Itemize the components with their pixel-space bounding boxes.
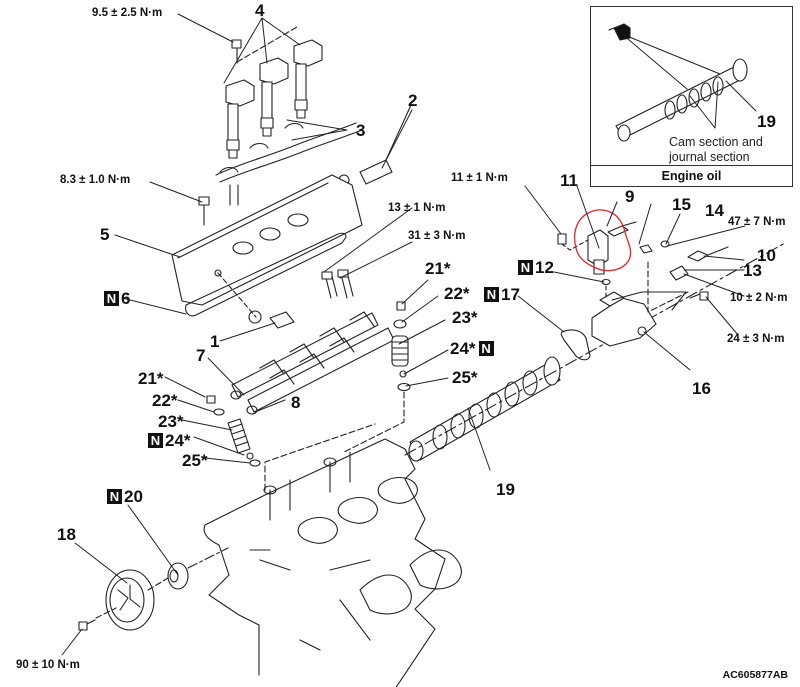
callout-11: 11 bbox=[560, 171, 578, 190]
torque-label-plug-bolt: 47 ± 7 N·m bbox=[728, 216, 786, 228]
highlight-circle bbox=[573, 209, 632, 272]
camshaft-sprocket bbox=[105, 569, 169, 631]
callout-9: 9 bbox=[625, 187, 635, 206]
callout-12-number: 12 bbox=[535, 258, 554, 277]
ignition-coil bbox=[259, 57, 289, 137]
new-part-badge: N bbox=[148, 433, 163, 448]
callout-22-right: 22* bbox=[444, 284, 470, 303]
callout-3: 3 bbox=[356, 121, 366, 140]
callout-5: 5 bbox=[100, 225, 110, 244]
callout-25-left: 25* bbox=[182, 451, 208, 470]
oil-can-icon bbox=[608, 23, 631, 41]
callout-6-number: 6 bbox=[121, 289, 131, 308]
torque-label-rocker-bolt-b: 31 ± 3 N·m bbox=[408, 230, 466, 242]
callout-24-right-number: 24* bbox=[450, 339, 476, 358]
figure-code: AC605877AB bbox=[722, 669, 788, 681]
ocv-bolt bbox=[557, 233, 567, 245]
callout-8: 8 bbox=[291, 393, 301, 412]
callout-16: 16 bbox=[692, 379, 711, 398]
sprocket-bolt bbox=[78, 607, 117, 631]
callout-15: 15 bbox=[672, 195, 691, 214]
callout-23-left: 23* bbox=[158, 412, 184, 431]
callout-20-number: 20 bbox=[124, 487, 143, 506]
callout-25-right: 25* bbox=[452, 368, 478, 387]
ignition-harness bbox=[215, 122, 363, 206]
new-part-badge: N bbox=[104, 291, 119, 306]
oil-feeder-gasket bbox=[560, 329, 591, 361]
callout-23-right: 23* bbox=[452, 308, 478, 327]
callout-4: 4 bbox=[255, 1, 265, 20]
callout-2: 2 bbox=[408, 91, 418, 110]
lubrication-inset: 19 Cam section and journal section Engin… bbox=[590, 6, 793, 187]
camshaft-bearing-housing bbox=[591, 291, 687, 347]
rocker-cover-gasket bbox=[185, 232, 347, 317]
callout-22-left: 22* bbox=[152, 391, 178, 410]
oil-control-valve bbox=[557, 221, 637, 301]
oil-seal bbox=[167, 547, 229, 590]
valve-parts-left bbox=[206, 395, 261, 467]
ignition-coil-group bbox=[225, 26, 323, 159]
callout-18: 18 bbox=[57, 525, 76, 544]
callout-21-left: 21* bbox=[138, 369, 164, 388]
spark-plug-seal bbox=[217, 272, 295, 329]
torque-label-sensor-bolt: 10 ± 2 N·m bbox=[730, 292, 788, 304]
inset-note: Cam section and journal section bbox=[669, 135, 763, 165]
rocker-arm-shaft-assembly bbox=[230, 311, 395, 415]
ignition-coil bbox=[293, 39, 323, 119]
callout-10: 10 bbox=[757, 246, 776, 265]
callout-17-number: 17 bbox=[501, 285, 520, 304]
torque-label-sprocket-bolt: 90 ± 10 N·m bbox=[16, 659, 80, 671]
new-part-badge: N bbox=[518, 260, 533, 275]
inset-note-line-1: Cam section and bbox=[669, 135, 763, 149]
rocker-cover bbox=[171, 174, 363, 306]
callout-21-right: 21* bbox=[425, 259, 451, 278]
new-part-badge: N bbox=[484, 287, 499, 302]
cylinder-head bbox=[203, 423, 462, 687]
callout-19: 19 bbox=[496, 480, 515, 499]
callout-13: 13 bbox=[743, 261, 762, 280]
camshaft bbox=[404, 242, 786, 462]
torque-label-housing-bolt: 24 ± 3 N·m bbox=[727, 333, 785, 345]
new-part-badge: N bbox=[107, 489, 122, 504]
coil-bolt-head bbox=[231, 39, 242, 49]
inset-caption: Engine oil bbox=[591, 165, 792, 186]
callout-24-left-number: 24* bbox=[165, 431, 191, 450]
callout-24-right: 24*N bbox=[450, 340, 494, 357]
torque-label-coil-bolt: 9.5 ± 2.5 N·m bbox=[92, 7, 163, 19]
rocker-shaft-bolts bbox=[321, 269, 354, 299]
ignition-coil bbox=[225, 79, 255, 159]
new-part-badge: N bbox=[478, 341, 494, 356]
callout-7: 7 bbox=[196, 346, 206, 365]
leader-lines bbox=[61, 13, 746, 656]
inset-note-line-2: journal section bbox=[669, 150, 750, 164]
torque-label-cover-bolt: 8.3 ± 1.0 N·m bbox=[60, 174, 131, 186]
inset-part-number: 19 bbox=[757, 112, 776, 131]
torque-label-ocv-bolt: 11 ± 1 N·m bbox=[451, 172, 508, 184]
sensor-parts bbox=[639, 240, 729, 313]
callout-14: 14 bbox=[705, 201, 724, 220]
torque-label-rocker-bolt-a: 13 ± 1 N·m bbox=[388, 202, 446, 214]
callout-1: 1 bbox=[210, 332, 220, 351]
breather-hose bbox=[338, 104, 412, 186]
valve-parts-right bbox=[343, 301, 411, 453]
inset-camshaft bbox=[615, 33, 757, 142]
